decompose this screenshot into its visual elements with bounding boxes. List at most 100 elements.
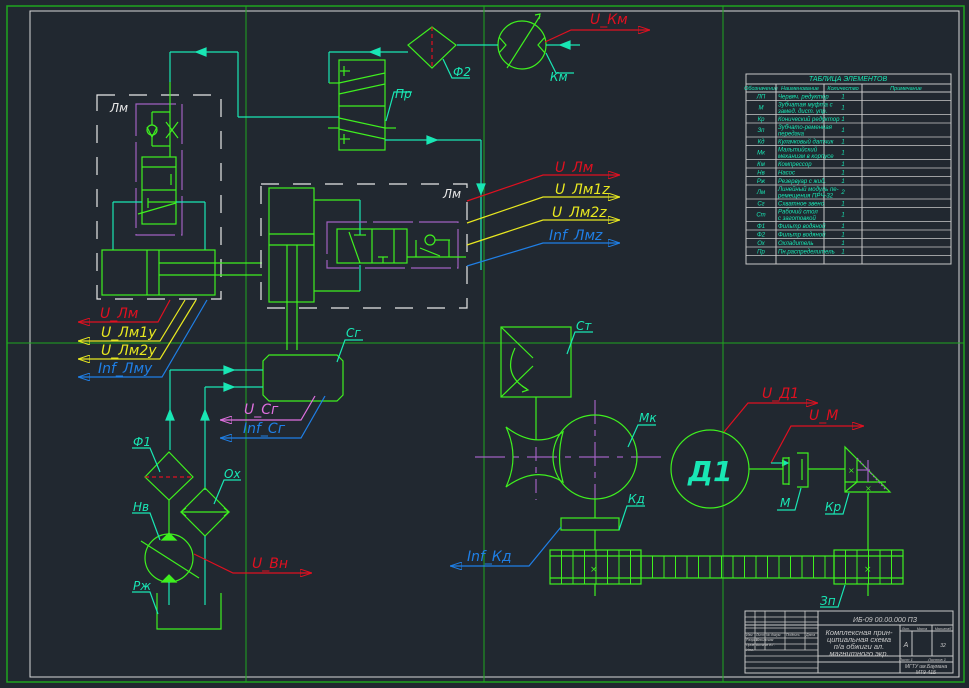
title-line-1: Комплексная прин- [826, 628, 893, 637]
row-qty: 1 [841, 117, 844, 123]
signal-inf-sg: Inf_Сг [243, 421, 286, 437]
signal-line-u-km [544, 30, 650, 43]
row-code: Зп [758, 128, 766, 134]
row-name: Резервуар с жид. [778, 179, 826, 185]
title-block-cell: Пров. [746, 643, 755, 647]
mk-label: Мк [639, 411, 657, 425]
stage-label-mass: Масса [917, 627, 927, 631]
coupling-m-symbol [782, 457, 789, 485]
row-name: Линейный модуль пе- [777, 186, 839, 193]
maltese-cross-symbol [505, 426, 565, 488]
row-name: Червяч. редуктор [778, 94, 829, 100]
row-qty: 1 [841, 128, 844, 134]
row-code: Ох [757, 241, 766, 247]
signal-u-m: U_М [809, 408, 838, 424]
row-name: механизм в корпусе [778, 154, 834, 160]
row-qty: 1 [841, 94, 844, 100]
sheet-value: Лист 1 [898, 657, 913, 662]
row-name: Конический редуктор [778, 116, 840, 123]
row-code: Ф2 [757, 232, 766, 238]
title-block-cell: Бычков В.Г. [756, 643, 775, 647]
f2-label: Ф2 [453, 65, 471, 79]
signal-u-km: U_Км [590, 12, 628, 28]
belt-drive-zp: × × [549, 549, 904, 608]
row-name: Фильтр водяной [778, 231, 826, 238]
zp-label: Зп [820, 594, 836, 608]
title-block-cell: Подпись [786, 633, 800, 637]
row-code: Рж [757, 179, 766, 185]
signal-lines-left-module [78, 299, 208, 377]
nv-label: Нв [133, 500, 149, 514]
title-line-4: магнитного экр. [829, 649, 888, 658]
gripper-sg [165, 339, 363, 490]
row-code: Нв [757, 170, 764, 176]
title-block-cell: Дата [805, 633, 815, 637]
ox-label: Ох [224, 467, 241, 481]
row-name: Фильтр водяной [778, 223, 826, 230]
letter-value: А [903, 642, 909, 649]
signal-lines-right-module [466, 175, 620, 267]
row-code: Ст [756, 213, 765, 219]
pr-label: Пр [395, 87, 412, 101]
svg-text:×: × [848, 466, 855, 475]
inner-frame [29, 10, 960, 678]
signal-inf-lmz: Inf_Лмz [549, 228, 603, 244]
row-qty: 1 [841, 162, 844, 168]
signal-u-lm: U_Лм [555, 160, 594, 176]
row-code: ЛП [756, 94, 766, 100]
scale-value: 32 [940, 643, 946, 649]
signal-u-lm1z: U_Лм1z [555, 182, 610, 198]
row-code: Км [757, 162, 765, 168]
title-line-2: ципиальная схема [827, 635, 891, 644]
cam-sensor-kd [560, 517, 620, 531]
row-code: Кд [758, 139, 766, 145]
lm-right-label: Лм [442, 187, 461, 201]
signal-inf-kd: Inf_Кд [467, 549, 512, 565]
table-header-cell: Обозначение [744, 86, 778, 92]
row-code: Сг [757, 201, 764, 207]
row-name: Пн.распределитель [778, 249, 835, 255]
row-name: Кулачковый датчик [778, 138, 835, 145]
svg-text:×: × [865, 484, 872, 493]
row-name: передача [778, 132, 805, 138]
filter-f1-symbol [144, 451, 194, 501]
signal-u-lm2z: U_Лм2z [552, 205, 607, 221]
row-qty: 1 [841, 106, 844, 112]
row-name: Зубчато-ременная [778, 125, 833, 131]
compressor-circuit [169, 13, 580, 270]
row-name: ремещения ПРЧ-32 [777, 194, 834, 200]
row-qty: 1 [841, 224, 844, 230]
sg-label: Сг [346, 326, 361, 340]
outer-frame [6, 5, 965, 683]
d1-label: Д1 [687, 455, 732, 488]
linear-module-right [260, 183, 468, 350]
filter-f2-symbol [407, 26, 457, 69]
table-row: ЛП Червяч. редуктор 1 [746, 94, 951, 101]
row-name: Компрессор [778, 162, 812, 168]
row-name: с заготовкой [778, 215, 817, 222]
signal-lines-gripper [220, 395, 326, 438]
org-line-2: МТ9-41Б [916, 670, 937, 676]
row-code: Пр [757, 249, 765, 255]
table-header-cell: Количество [827, 86, 858, 92]
row-code: Кр [758, 117, 766, 123]
signal-inf-lmy: Inf_Лму [98, 361, 153, 377]
row-code: М [759, 106, 764, 112]
signal-u-d1: U_Д1 [762, 386, 799, 402]
st-label: Ст [576, 319, 592, 333]
f1-label: Ф1 [133, 435, 151, 449]
sheets-value: Листов 1 [927, 657, 946, 662]
stage-label-scale: Масштаб [935, 627, 952, 631]
kr-label: Кр [825, 500, 842, 514]
row-qty: 1 [841, 151, 844, 157]
